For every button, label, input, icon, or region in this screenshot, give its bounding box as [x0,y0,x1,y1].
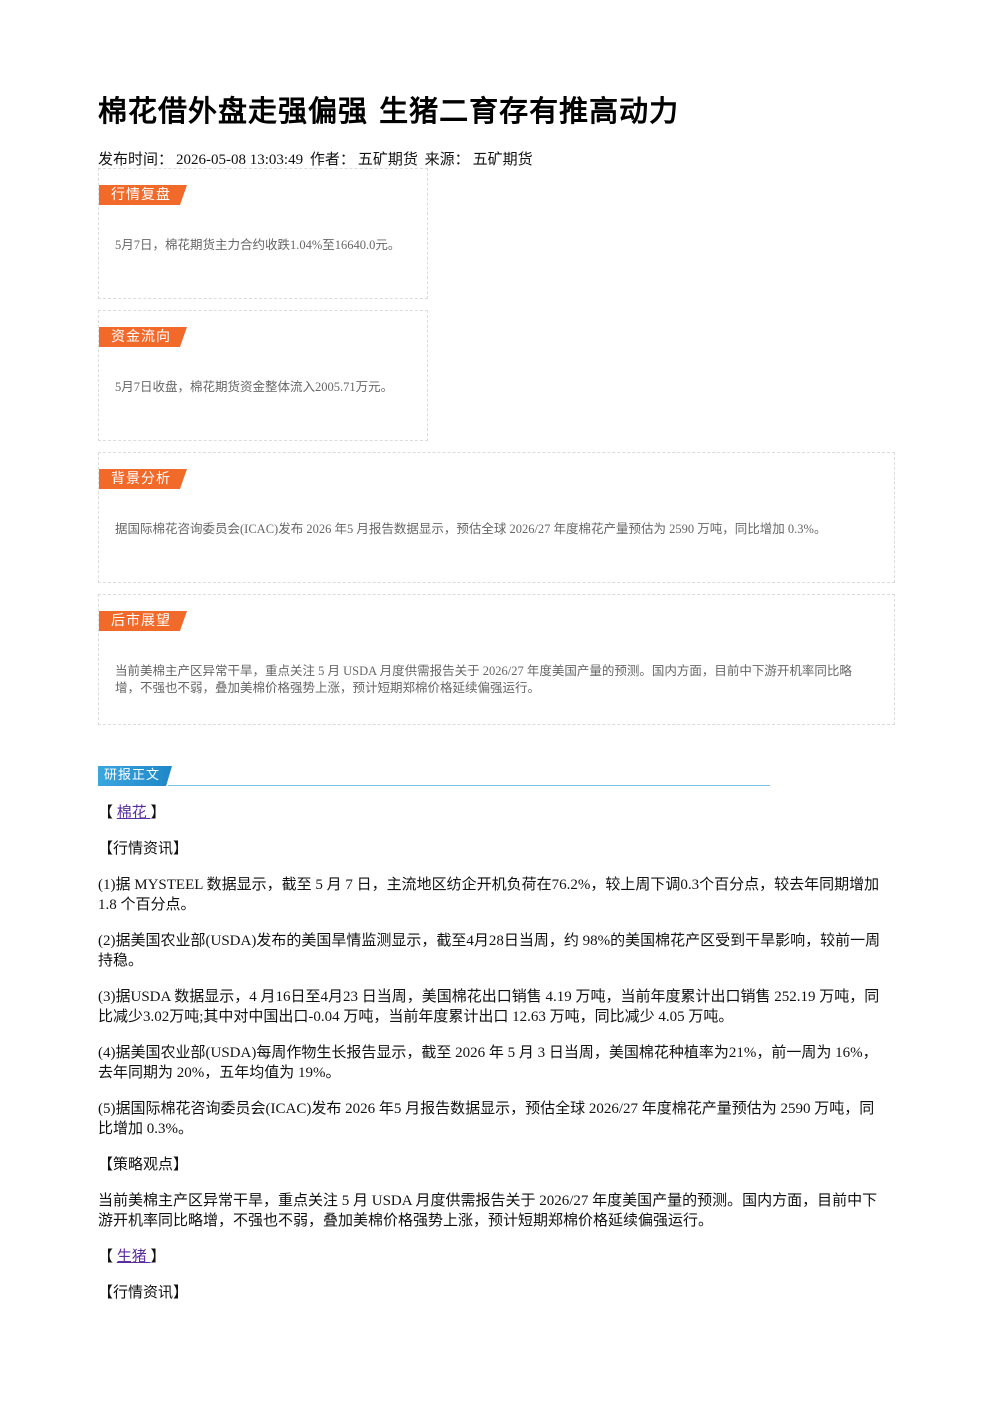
source: 五矿期货 [472,152,533,168]
background-analysis-tag: 背景分析 [99,469,187,489]
report-section-divider [168,785,770,786]
news-item-4: (4)据美国农业部(USDA)每周作物生长报告显示，截至 2026 年 5 月 … [98,1045,878,1081]
source-label: 来源： [424,152,470,168]
outlook-card: 后市展望 当前美棉主产区异常干旱，重点关注 5 月 USDA 月度供需报告关于 … [98,594,895,725]
report-section-tag: 研报正文 [98,766,172,786]
fund-flow-text: 5月7日收盘，棉花期货资金整体流入2005.71万元。 [115,380,394,394]
news-item-2: (2)据美国农业部(USDA)发布的美国旱情监测显示，截至4月28日当周，约 9… [98,933,881,969]
news-item-1: (1)据 MYSTEEL 数据显示，截至 5 月 7 日，主流地区纺企开机负荷在… [98,877,880,913]
outlook-text: 当前美棉主产区异常干旱，重点关注 5 月 USDA 月度供需报告关于 2026/… [115,664,852,695]
news-item-3: (3)据USDA 数据显示，4 月16日至4月23 日当周，美国棉花出口销售 4… [98,989,880,1025]
report-section-header: 研报正文 [98,766,770,786]
article-meta: 发布时间：2026-05-08 13:03:49 作者：五矿期货 来源：五矿期货 [98,148,536,169]
background-analysis-text: 据国际棉花咨询委员会(ICAC)发布 2026 年5 月报告数据显示，预估全球 … [115,522,827,536]
bracket-open: 【 [98,805,117,821]
background-analysis-card: 背景分析 据国际棉花咨询委员会(ICAC)发布 2026 年5 月报告数据显示，… [98,452,895,583]
market-review-tag: 行情复盘 [99,185,187,205]
news-item-5: (5)据国际棉花咨询委员会(ICAC)发布 2026 年5 月报告数据显示，预估… [98,1101,875,1137]
market-review-card: 行情复盘 5月7日，棉花期货主力合约收跌1.04%至16640.0元。 [98,168,428,299]
publish-label: 发布时间： [98,152,174,168]
strategy-text: 当前美棉主产区异常干旱，重点关注 5 月 USDA 月度供需报告关于 2026/… [98,1193,878,1229]
bracket-close: 】 [150,805,166,821]
cotton-heading: 【 棉花 】 [98,803,888,823]
author-label: 作者： [309,152,355,168]
outlook-tag: 后市展望 [99,611,187,631]
fund-flow-card: 资金流向 5月7日收盘，棉花期货资金整体流入2005.71万元。 [98,310,428,441]
bracket-open: 【 [98,1249,117,1265]
publish-time: 2026-05-08 13:03:49 [176,152,304,168]
author: 五矿期货 [357,152,418,168]
hog-link[interactable]: 生猪 [116,1249,151,1265]
fund-flow-tag: 资金流向 [99,327,187,347]
news-heading: 【行情资讯】 [98,841,189,857]
hog-news-heading: 【行情资讯】 [98,1285,189,1301]
hog-heading: 【 生猪 】 [98,1247,888,1267]
cotton-link[interactable]: 棉花 [116,805,151,821]
strategy-heading: 【策略观点】 [98,1157,189,1173]
market-review-text: 5月7日，棉花期货主力合约收跌1.04%至16640.0元。 [115,238,401,252]
page-title: 棉花借外盘走强偏强 生猪二育存有推高动力 [98,94,680,128]
bracket-close: 】 [150,1249,166,1265]
